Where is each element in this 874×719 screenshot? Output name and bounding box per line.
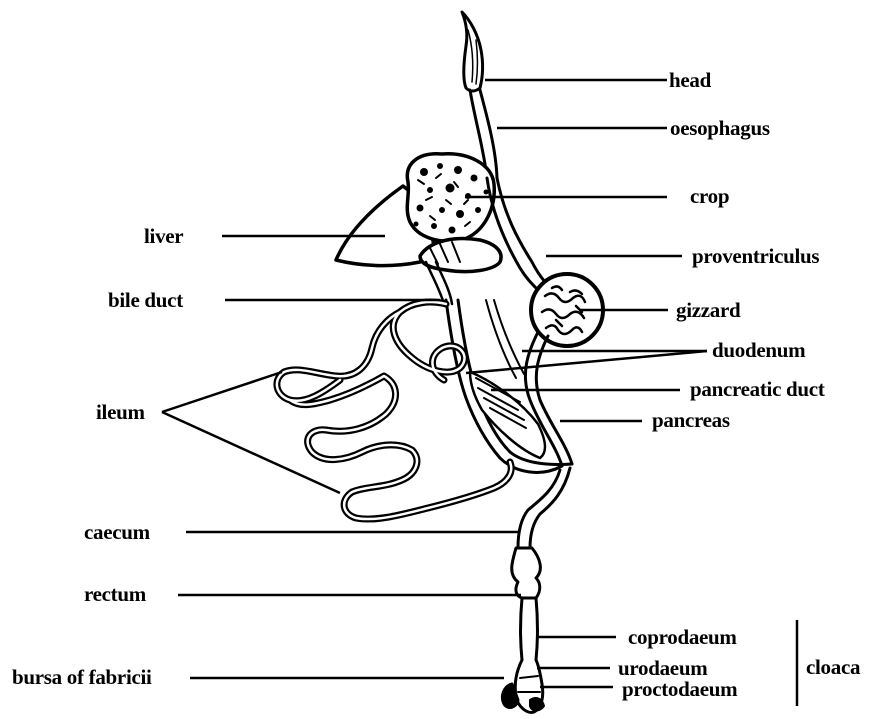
- ileum-coils-inner: [277, 302, 511, 519]
- label-proctodaeum: proctodaeum: [622, 679, 737, 700]
- label-caecum: caecum: [84, 522, 150, 543]
- label-pancreatic-duct: pancreatic duct: [690, 379, 825, 400]
- rectum-tube: [521, 598, 538, 660]
- label-ileum: ileum: [96, 402, 145, 423]
- label-urodaeum: urodaeum: [618, 658, 707, 679]
- label-gizzard: gizzard: [676, 300, 740, 321]
- leader-ileum-a: [162, 372, 282, 412]
- pancreas-body: [470, 372, 545, 458]
- label-duodenum: duodenum: [712, 340, 805, 361]
- label-oesophagus: oesophagus: [670, 118, 770, 139]
- label-rectum: rectum: [84, 584, 146, 605]
- label-liver: liver: [144, 226, 183, 247]
- label-pancreas: pancreas: [652, 410, 730, 431]
- caecum-shape: [512, 548, 541, 598]
- label-crop: crop: [690, 186, 729, 207]
- label-proventriculus: proventriculus: [692, 246, 819, 267]
- pancreatic-duct-tube: [486, 300, 524, 378]
- proctodaeum-detail: [530, 698, 544, 711]
- leader-duodenum-b: [466, 351, 707, 373]
- stomach-band: [420, 239, 501, 272]
- label-bursa-of-fabricii: bursa of fabricii: [12, 667, 152, 688]
- label-bile-duct: bile duct: [108, 290, 183, 311]
- label-head: head: [669, 70, 711, 91]
- label-cloaca: cloaca: [806, 657, 860, 678]
- label-coprodaeum: coprodaeum: [628, 627, 737, 648]
- intestine-descending: [518, 468, 570, 548]
